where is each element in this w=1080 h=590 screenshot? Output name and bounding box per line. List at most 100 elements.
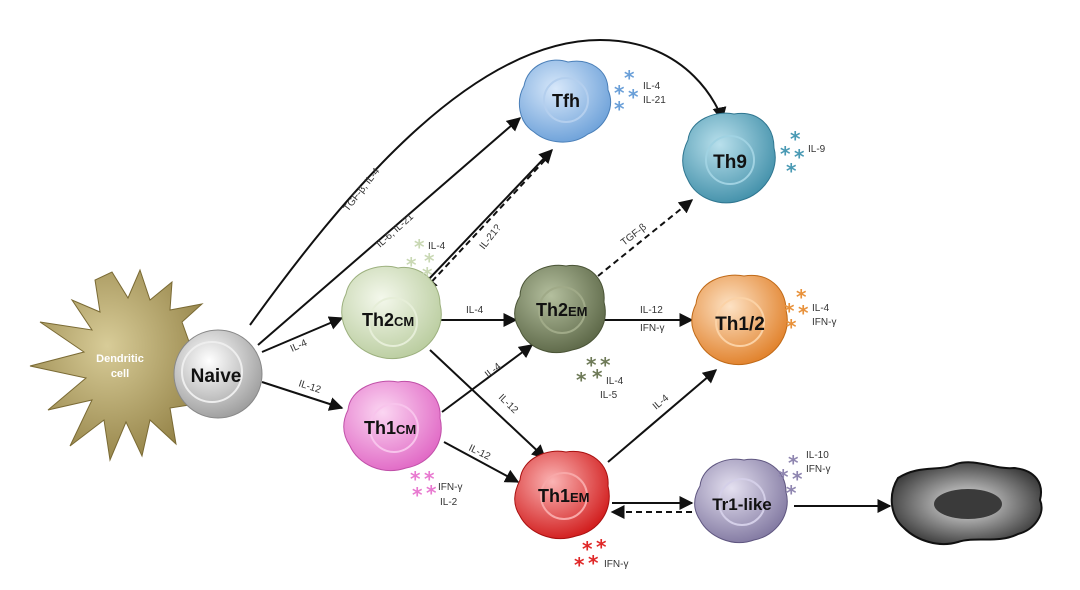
svg-text:*: * — [786, 159, 797, 183]
label-il12-em: IL-12 — [640, 305, 663, 316]
svg-text:*: * — [784, 299, 795, 323]
edge-th2em-to-th9-dashed — [597, 199, 694, 277]
svg-text:*: * — [790, 127, 801, 151]
naive-cell-label: Naive — [191, 366, 242, 387]
svg-text:*: * — [426, 481, 437, 505]
th1cm-cell-label: Th1CM — [364, 418, 416, 438]
cytokine-th2em-1: IL-4 — [606, 376, 624, 387]
th2cm-cell-nucleus — [368, 297, 418, 347]
th1cm-sub: CM — [396, 422, 416, 437]
tfh-cell-nucleus — [543, 77, 589, 123]
label-il4-th2cm-em: IL-4 — [466, 305, 484, 316]
svg-text:*: * — [786, 315, 797, 339]
asterisk-icon: **** — [576, 353, 611, 392]
edge-naive-to-th2cm — [261, 316, 344, 353]
th1em-cell-label: Th1EM — [538, 486, 590, 506]
edge-naive-to-th1cm — [261, 381, 344, 411]
th12-cell-nucleus — [715, 297, 765, 347]
th1em-cell-body — [514, 450, 610, 540]
edge-naive-to-th9 — [249, 38, 727, 326]
svg-text:*: * — [796, 285, 807, 309]
th1em-cell: Th1EM — [514, 450, 610, 540]
svg-text:*: * — [780, 142, 791, 166]
dendritic-cell: Dendritic cell — [29, 268, 204, 462]
svg-text:*: * — [624, 66, 635, 90]
svg-text:*: * — [788, 451, 799, 475]
th2cm-sub: CM — [394, 314, 414, 329]
dendritic-cell-shape — [29, 268, 204, 462]
svg-text:*: * — [786, 481, 797, 505]
asterisk-icon: **** — [410, 467, 437, 507]
cytokine-th1cm-2: IL-2 — [440, 497, 458, 508]
th2em-sub: EM — [568, 304, 588, 319]
svg-text:*: * — [424, 249, 435, 273]
svg-text:*: * — [588, 551, 599, 575]
svg-text:*: * — [574, 553, 585, 577]
svg-text:*: * — [596, 535, 607, 559]
svg-text:*: * — [582, 537, 593, 561]
svg-text:*: * — [576, 368, 587, 392]
th12-cell: Th1/2 — [691, 274, 788, 366]
th9-cell-label: Th9 — [713, 152, 747, 173]
svg-text:*: * — [592, 365, 603, 389]
cytokine-tr1-2: IFN-γ — [806, 464, 830, 475]
svg-text:*: * — [600, 353, 611, 377]
label-tgfb-il4: TGF-β, IL-4 — [342, 166, 383, 214]
tfh-cell: Tfh — [518, 59, 611, 143]
tfh-cell-body — [518, 59, 611, 143]
tfh-cell-label: Tfh — [552, 91, 580, 111]
cytokine-th12-2: IFN-γ — [812, 317, 836, 328]
th2em-main: Th2 — [536, 300, 568, 320]
label-il12-th1cm: IL-12 — [467, 443, 493, 463]
edge-naive-to-tfh — [257, 117, 522, 346]
asterisk-icon: **** — [574, 535, 607, 577]
th2em-cell: Th2EM — [514, 264, 606, 354]
svg-text:*: * — [424, 467, 435, 491]
th2em-cell-body — [514, 264, 606, 354]
svg-text:*: * — [778, 465, 789, 489]
svg-text:*: * — [798, 301, 809, 325]
svg-text:*: * — [586, 353, 597, 377]
tr1-cell: Tr1-like — [694, 458, 788, 544]
asterisk-icon: **** — [406, 235, 435, 287]
cytokine-th2em-2: IL-5 — [600, 390, 618, 401]
label-il4-th1cm: IL-4 — [483, 361, 504, 381]
th2cm-cell-label: Th2CM — [362, 310, 414, 330]
label-ifng-em: IFN-γ — [640, 323, 664, 334]
th1cm-cell-body — [343, 380, 442, 472]
svg-text:*: * — [614, 81, 625, 105]
label-il12-naive: IL-12 — [297, 378, 322, 396]
th2cm-main: Th2 — [362, 310, 394, 330]
edge-th1em-to-th12 — [607, 369, 718, 463]
cytokine-asterisks: **** **** **** **** **** **** **** **** — [406, 66, 809, 577]
svg-text:*: * — [410, 467, 421, 491]
asterisk-icon: **** — [784, 285, 809, 339]
target-cell-nucleus — [934, 489, 1002, 519]
edge-th1cm-to-th1em — [443, 441, 520, 483]
th2cm-cell: Th2CM — [341, 265, 442, 360]
th2em-cell-nucleus — [538, 286, 586, 334]
asterisk-icon: **** — [614, 66, 639, 121]
edge-th2cm-to-th1em — [429, 349, 547, 459]
cytokine-th1em-1: IFN-γ — [604, 559, 628, 570]
tr1-cell-body — [694, 458, 788, 544]
th1cm-cell-nucleus — [369, 403, 419, 453]
svg-text:*: * — [792, 467, 803, 491]
svg-text:*: * — [614, 97, 625, 121]
svg-text:*: * — [628, 85, 639, 109]
tr1-cell-nucleus — [718, 478, 766, 526]
th1cm-main: Th1 — [364, 418, 396, 438]
th12-cell-label: Th1/2 — [715, 314, 765, 335]
th1em-cell-nucleus — [540, 472, 588, 520]
th9-cell: Th9 — [682, 112, 776, 204]
svg-text:*: * — [414, 235, 425, 259]
edge-th2cm-to-tfh — [427, 148, 553, 281]
naive-cell: Naive — [173, 329, 263, 419]
th9-cell-body — [682, 112, 776, 204]
cytokine-tfh-1: IL-4 — [643, 81, 661, 92]
tr1-cell-label: Tr1-like — [712, 495, 772, 514]
cytokine-tfh-2: IL-21 — [643, 95, 666, 106]
edges — [249, 38, 892, 519]
naive-cell-body — [173, 329, 263, 419]
